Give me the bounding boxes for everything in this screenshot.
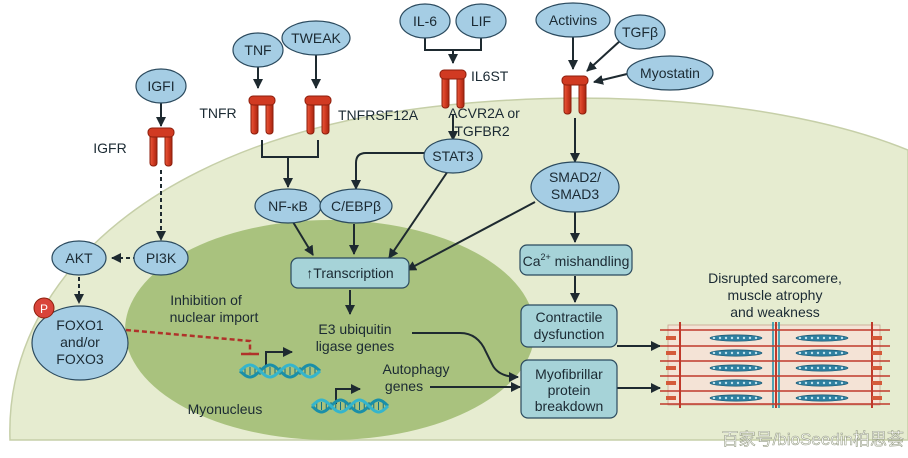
node-akt: AKT [51,240,107,276]
node-cebpb: C/EBPβ [319,188,393,224]
label-acvr2a-1: ACVR2A or [448,105,520,121]
label-acvr2a-2: TGFBR2 [454,123,509,139]
watermark: 百家号/bioSeedin柏思荟 [722,430,904,449]
node-nfkb: NF-κB [254,188,322,224]
box-ca-mishandling: Ca2+ mishandling [519,244,633,276]
label-autophagy-1: Autophagy [383,361,450,377]
svg-text:LIF: LIF [471,13,491,29]
receptor-tnfr [248,95,276,135]
svg-text:AKT: AKT [65,250,93,266]
svg-text:C/EBPβ: C/EBPβ [331,198,381,214]
receptor-igfr [147,127,175,167]
receptor-il6st [439,69,467,109]
label-tnfrsf12a: TNFRSF12A [338,107,419,123]
svg-text:TGFβ: TGFβ [622,24,658,40]
phospho-badge: P [33,297,55,319]
label-igfr: IGFR [93,140,126,156]
label-sarcomere-3: and weakness [730,304,820,320]
label-e3-1: E3 ubiquitin [318,321,391,337]
node-pi3k: PI3K [133,240,189,276]
label-tnfr: TNFR [199,105,236,121]
label-inhibition-1: Inhibition of [170,292,242,308]
sarcomere-illustration [660,322,890,408]
node-smad: SMAD2/ SMAD3 [530,161,620,213]
ligand-lif: LIF [455,3,507,39]
svg-text:and/or: and/or [60,334,100,350]
ligand-igfi: IGFI [135,68,187,104]
svg-text:Myofibrillar: Myofibrillar [535,366,603,382]
svg-text:IL-6: IL-6 [413,13,437,29]
myonucleus-shape [125,220,535,440]
box-myofibrillar: Myofibrillar protein breakdown [520,359,618,419]
svg-text:Ca2+ mishandling: Ca2+ mishandling [523,252,630,269]
svg-text:↑Transcription: ↑Transcription [306,265,393,281]
svg-text:PI3K: PI3K [146,250,177,266]
svg-text:Activins: Activins [549,12,597,28]
svg-text:SMAD2/: SMAD2/ [549,169,601,185]
svg-text:breakdown: breakdown [535,398,604,414]
ligand-tgfb: TGFβ [614,14,666,50]
dna-helix-e3 [238,363,322,379]
svg-text:NF-κB: NF-κB [268,198,308,214]
ligand-il6: IL-6 [399,3,451,39]
label-autophagy-2: genes [385,378,423,394]
label-il6st: IL6ST [471,68,509,84]
svg-text:Myostatin: Myostatin [640,65,700,81]
svg-text:STAT3: STAT3 [432,148,474,164]
label-sarcomere-2: muscle atrophy [728,287,823,303]
node-stat3: STAT3 [423,138,483,174]
label-e3-2: ligase genes [316,338,395,354]
ligand-tnf: TNF [232,32,284,68]
svg-text:P: P [40,302,48,316]
node-foxo: FOXO1 and/or FOXO3 [31,305,129,381]
svg-text:Contractile: Contractile [536,309,603,325]
box-transcription: ↑Transcription [290,257,410,289]
svg-text:IGFI: IGFI [147,78,174,94]
svg-text:TNF: TNF [244,42,271,58]
dna-helix-autophagy [310,398,390,414]
inhibition-line [125,328,259,356]
receptor-tnfrsf12a [304,95,332,135]
svg-text:protein: protein [548,382,591,398]
label-inhibition-2: nuclear import [170,309,259,325]
svg-text:FOXO1: FOXO1 [56,317,104,333]
ligand-myostatin: Myostatin [626,55,714,91]
svg-text:SMAD3: SMAD3 [551,186,599,202]
up-arrow-icon: ↑ [306,265,313,281]
svg-text:FOXO3: FOXO3 [56,351,104,367]
receptor-acvr2a [561,75,589,115]
svg-text:dysfunction: dysfunction [534,326,605,342]
label-sarcomere-1: Disrupted sarcomere, [708,270,842,286]
ligand-tweak: TWEAK [281,20,351,56]
connectors [74,36,661,404]
box-contractile: Contractile dysfunction [520,304,618,348]
ligand-activins: Activins [535,2,611,38]
svg-text:TWEAK: TWEAK [291,30,341,46]
label-myonucleus: Myonucleus [188,401,263,417]
